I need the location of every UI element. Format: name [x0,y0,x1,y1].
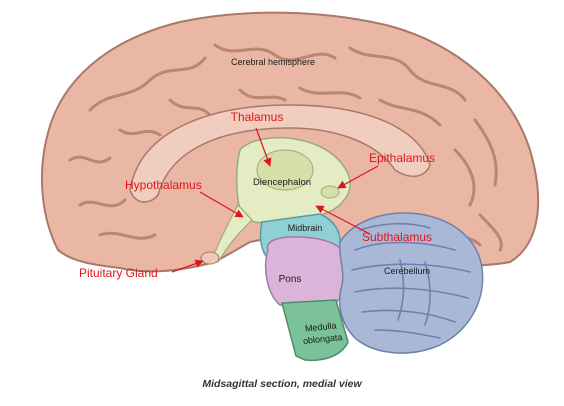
arrow-epithalamus [337,165,379,189]
label-midbrain: Midbrain [288,223,323,233]
pons [264,236,350,306]
annotation-hypothalamus-text: Hypothalamus [125,178,202,192]
sulci-pattern [68,43,503,252]
pituitary-gland [200,251,220,265]
annotation-subthalamus: Subthalamus [315,205,432,244]
label-diencephalon: Diencephalon [253,177,311,188]
infundibulum [206,203,253,263]
annotation-thalamus-text: Thalamus [231,110,284,124]
arrow-thalamus [255,127,272,167]
figure-caption: Midsagittal section, medial view [202,378,362,390]
cerebellum [338,212,484,354]
arrow-pituitary [171,259,204,273]
annotation-epithalamus: Epithalamus [337,151,435,189]
annotation-thalamus: Thalamus [231,110,284,167]
annotation-hypothalamus: Hypothalamus [125,178,244,218]
arrow-subthalamus [315,205,371,235]
medulla-oblongata [281,299,349,362]
annotation-pituitary: Pituitary Gland [79,259,204,280]
label-cerebral-hemisphere: Cerebral hemisphere [231,57,315,67]
corpus-callosum [129,104,431,203]
label-pons: Pons [279,274,302,285]
label-medulla-line2: oblongata [302,332,342,346]
pineal-body [320,185,340,199]
label-cerebellum: Cerebellum [384,266,430,276]
arrow-hypothalamus [199,191,244,218]
annotation-pituitary-text: Pituitary Gland [79,266,158,280]
label-medulla-line1: Medulla [304,320,336,333]
annotation-epithalamus-text: Epithalamus [369,151,435,165]
annotation-subthalamus-text: Subthalamus [362,230,432,244]
